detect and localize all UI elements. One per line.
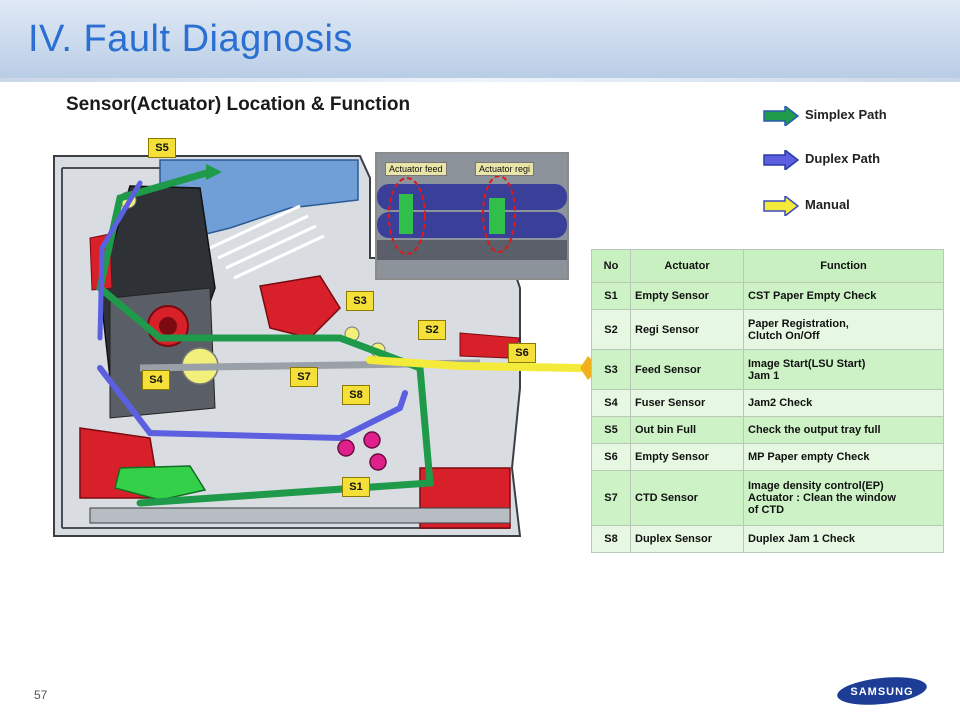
sensor-label-s6: S6 xyxy=(508,343,536,363)
table-row: S2 Regi Sensor Paper Registration, Clutc… xyxy=(591,309,944,350)
cell-actuator: Feed Sensor xyxy=(630,349,744,390)
cell-actuator: Duplex Sensor xyxy=(630,525,744,553)
column-header-function: Function xyxy=(743,249,944,283)
cell-no: S3 xyxy=(591,349,631,390)
page-title: IV. Fault Diagnosis xyxy=(28,18,353,60)
cell-function: Duplex Jam 1 Check xyxy=(743,525,944,553)
cell-function: MP Paper empty Check xyxy=(743,443,944,471)
column-header-actuator: Actuator xyxy=(630,249,744,283)
table-row: S4 Fuser Sensor Jam2 Check xyxy=(591,389,944,417)
actuator-regi-tag: Actuator regi xyxy=(475,162,535,176)
cell-no: S1 xyxy=(591,282,631,310)
table-row: S5 Out bin Full Check the output tray fu… xyxy=(591,416,944,444)
sensor-label-s8: S8 xyxy=(342,385,370,405)
sensor-label-s4: S4 xyxy=(142,370,170,390)
legend-label: Duplex Path xyxy=(805,151,881,166)
cell-function: Jam2 Check xyxy=(743,389,944,417)
legend-label: Manual xyxy=(805,197,850,212)
cell-function: Check the output tray full xyxy=(743,416,944,444)
cell-actuator: CTD Sensor xyxy=(630,470,744,526)
actuator-feed-tag: Actuator feed xyxy=(385,162,447,176)
sensor-label-s2: S2 xyxy=(418,320,446,340)
printer-cross-section-diagram xyxy=(53,155,600,537)
legend-label: Simplex Path xyxy=(805,107,887,122)
cell-no: S4 xyxy=(591,389,631,417)
sensor-function-table: No Actuator Function S1 Empty Sensor CST… xyxy=(591,249,944,553)
table-row: S6 Empty Sensor MP Paper empty Check xyxy=(591,443,944,471)
cell-function: Image density control(EP) Actuator : Cle… xyxy=(743,470,944,526)
cell-no: S2 xyxy=(591,309,631,350)
samsung-logo: SAMSUNG xyxy=(837,677,927,705)
page-number: 57 xyxy=(34,688,48,702)
cell-actuator: Out bin Full xyxy=(630,416,744,444)
column-header-no: No xyxy=(591,249,631,283)
cell-actuator: Regi Sensor xyxy=(630,309,744,350)
cell-actuator: Empty Sensor xyxy=(630,282,744,310)
cell-function: Image Start(LSU Start) Jam 1 xyxy=(743,349,944,390)
cell-actuator: Fuser Sensor xyxy=(630,389,744,417)
svg-text:SAMSUNG: SAMSUNG xyxy=(850,686,913,698)
sensor-label-s1: S1 xyxy=(342,477,370,497)
cell-no: S5 xyxy=(591,416,631,444)
sensor-label-s5: S5 xyxy=(148,138,176,158)
sensor-label-s7: S7 xyxy=(290,367,318,387)
actuator-inset-photo: Actuator feed Actuator regi xyxy=(375,152,569,280)
table-row: S7 CTD Sensor Image density control(EP) … xyxy=(591,470,944,526)
table-row: S1 Empty Sensor CST Paper Empty Check xyxy=(591,282,944,310)
cell-actuator: Empty Sensor xyxy=(630,443,744,471)
cell-function: Paper Registration, Clutch On/Off xyxy=(743,309,944,350)
green-arrow-icon xyxy=(763,106,799,126)
table-header-row: No Actuator Function xyxy=(591,249,944,283)
cell-no: S6 xyxy=(591,443,631,471)
blue-arrow-icon xyxy=(763,150,799,170)
table-row: S3 Feed Sensor Image Start(LSU Start) Ja… xyxy=(591,349,944,390)
title-bar xyxy=(0,0,960,82)
section-subtitle: Sensor(Actuator) Location & Function xyxy=(66,94,411,115)
table-row: S8 Duplex Sensor Duplex Jam 1 Check xyxy=(591,525,944,553)
cell-function: CST Paper Empty Check xyxy=(743,282,944,310)
sensor-label-s3: S3 xyxy=(346,291,374,311)
cell-no: S7 xyxy=(591,470,631,526)
yellow-arrow-icon xyxy=(763,196,799,216)
cell-no: S8 xyxy=(591,525,631,553)
